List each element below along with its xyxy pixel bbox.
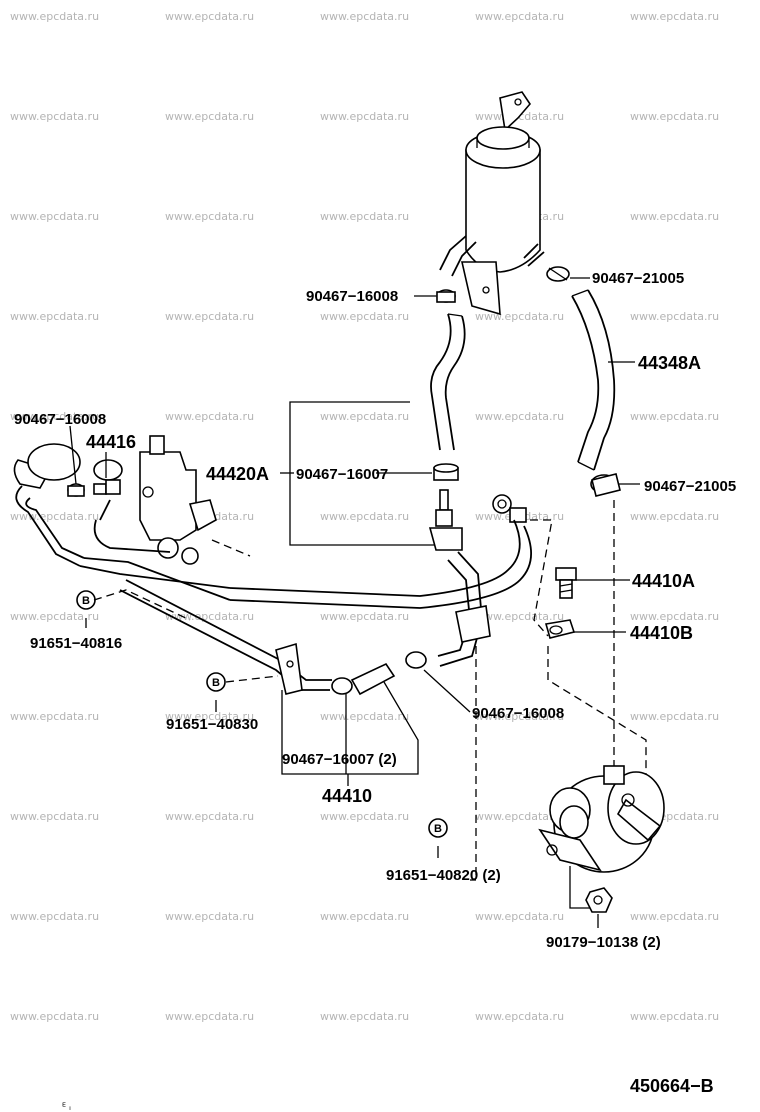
bolt-91651-40830: B — [206, 672, 226, 692]
watermark-text: www.epcdata.ru — [165, 810, 254, 823]
watermark-text: www.epcdata.ru — [320, 410, 409, 423]
watermark-text: www.epcdata.ru — [630, 10, 719, 23]
watermark-text: www.epcdata.ru — [475, 10, 564, 23]
watermark-text: www.epcdata.ru — [10, 810, 99, 823]
watermark-text: www.epcdata.ru — [475, 410, 564, 423]
clamp-90467-16008-left — [67, 483, 85, 497]
watermark-text: www.epcdata.ru — [165, 410, 254, 423]
watermark-text: www.epcdata.ru — [630, 110, 719, 123]
clamp-90467-16008-top — [436, 289, 456, 303]
watermark-text: www.epcdata.ru — [630, 710, 719, 723]
symbol-b-3: B — [434, 823, 442, 835]
watermark-text: www.epcdata.ru — [475, 910, 564, 923]
watermark-text: www.epcdata.ru — [630, 510, 719, 523]
watermark-text: www.epcdata.ru — [10, 610, 99, 623]
label-bolt-lower: 91651−40820 (2) — [386, 867, 501, 884]
watermark-text: www.epcdata.ru — [320, 710, 409, 723]
union-bolt-44410a — [555, 567, 577, 599]
power-steering-pump — [538, 765, 665, 873]
return-hose-44348a — [571, 289, 616, 471]
pipe-fitting-44416 — [93, 479, 121, 521]
reservoir-tank — [439, 91, 545, 316]
watermark-text: www.epcdata.ru — [320, 1010, 409, 1023]
label-bolt-mid: 91651−40830 — [166, 716, 258, 733]
watermark-text: www.epcdata.ru — [630, 1010, 719, 1023]
watermark-text: www.epcdata.ru — [165, 910, 254, 923]
pipe-fitting-upper — [428, 489, 463, 551]
watermark-text: www.epcdata.ru — [630, 410, 719, 423]
watermark-text: www.epcdata.ru — [10, 1010, 99, 1023]
watermark-text: www.epcdata.ru — [10, 110, 99, 123]
clamp-90467-21005-lower — [590, 473, 621, 497]
bottom-mark: ᴱ ᵢ — [62, 1102, 71, 1112]
label-bolt-left: 91651−40816 — [30, 635, 122, 652]
watermark-text: www.epcdata.ru — [630, 210, 719, 223]
label-pipe-44416: 44416 — [86, 432, 136, 452]
watermark-text: www.epcdata.ru — [320, 310, 409, 323]
watermark-text: www.epcdata.ru — [320, 510, 409, 523]
label-return-hose: 44348A — [638, 353, 701, 373]
label-reservoir-clamp-left: 90467−16008 — [306, 288, 398, 305]
watermark-text: www.epcdata.ru — [10, 210, 99, 223]
label-clamp-lower: 90467−16007 (2) — [282, 751, 397, 768]
watermark-text: www.epcdata.ru — [475, 810, 564, 823]
watermark-text: www.epcdata.ru — [10, 710, 99, 723]
watermark-text: www.epcdata.ru — [165, 1010, 254, 1023]
watermark-text: www.epcdata.ru — [10, 310, 99, 323]
watermark-text: www.epcdata.ru — [475, 710, 564, 723]
watermark-text: www.epcdata.ru — [320, 110, 409, 123]
watermark-text: www.epcdata.ru — [320, 910, 409, 923]
label-clamp-left-top: 90467−16008 — [14, 411, 106, 428]
watermark-text: www.epcdata.ru — [320, 810, 409, 823]
label-clamp-44420a: 90467−16007 — [296, 466, 388, 483]
watermark-text: www.epcdata.ru — [630, 910, 719, 923]
clamp-90467-21005-top — [546, 266, 570, 282]
nut-90179-10138 — [585, 887, 613, 913]
watermark-text: www.epcdata.ru — [475, 1010, 564, 1023]
watermark-text: www.epcdata.ru — [165, 10, 254, 23]
steering-gear-housing — [13, 435, 251, 565]
watermark-text: www.epcdata.ru — [10, 910, 99, 923]
label-gasket: 44410B — [630, 623, 693, 643]
label-clamp-mid: 90467−16008 — [472, 705, 564, 722]
watermark-text: www.epcdata.ru — [475, 610, 564, 623]
watermark-text: www.epcdata.ru — [165, 310, 254, 323]
gasket-44410b — [544, 619, 576, 639]
pressure-hose-right — [229, 494, 532, 609]
watermark-text: www.epcdata.ru — [165, 710, 254, 723]
clamp-90467-16007-upper — [433, 463, 459, 481]
pressure-tube-44410 — [119, 551, 491, 696]
symbol-b-2: B — [212, 677, 220, 689]
watermark-text: www.epcdata.ru — [475, 310, 564, 323]
watermark-text: www.epcdata.ru — [630, 310, 719, 323]
label-tube-44410: 44410 — [322, 786, 372, 806]
watermark-text: www.epcdata.ru — [10, 510, 99, 523]
bolt-91651-40820: B — [428, 818, 448, 838]
watermark-text: www.epcdata.ru — [165, 610, 254, 623]
label-pump-clamp: 90467−21005 — [644, 478, 736, 495]
label-nut: 90179−10138 (2) — [546, 934, 661, 951]
watermark-text: www.epcdata.ru — [320, 10, 409, 23]
diagram-code: 450664−B — [630, 1076, 714, 1096]
watermark-text: www.epcdata.ru — [165, 210, 254, 223]
watermark-text: www.epcdata.ru — [320, 210, 409, 223]
watermark-text: www.epcdata.ru — [630, 610, 719, 623]
bolt-91651-40816: B — [76, 590, 96, 610]
label-union-bolt: 44410A — [632, 571, 695, 591]
symbol-b-1: B — [82, 595, 90, 607]
watermark-text: www.epcdata.ru — [165, 110, 254, 123]
watermark-text: www.epcdata.ru — [10, 410, 99, 423]
label-hose-44420a: 44420A — [206, 464, 269, 484]
hose-44420a-upper — [430, 313, 466, 451]
watermark-text: www.epcdata.ru — [320, 610, 409, 623]
label-reservoir-clamp-right: 90467−21005 — [592, 270, 684, 287]
watermark-text: www.epcdata.ru — [10, 10, 99, 23]
